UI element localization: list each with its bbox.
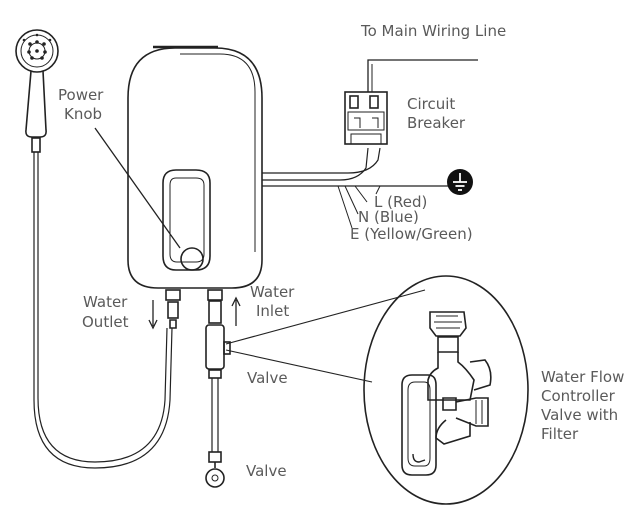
ground-symbol-icon	[447, 169, 473, 195]
water-inlet-label-line1: Water	[250, 283, 295, 301]
valve-icon	[205, 324, 225, 370]
neutral-wire-label: N (Blue)	[358, 208, 419, 226]
flow-controller-valve-icon	[401, 311, 492, 476]
water-heater-unit-icon	[127, 45, 263, 289]
controller-label-line4: Filter	[541, 425, 579, 443]
circuit-breaker-icon	[344, 91, 388, 145]
lower-valve-label: Valve	[246, 462, 287, 480]
controller-label-line1: Water Flow	[541, 368, 625, 386]
breaker-label-line1: Circuit	[407, 95, 456, 113]
upper-valve-label: Valve	[247, 369, 288, 387]
power-knob-label-line2: Knob	[64, 105, 103, 123]
water-outlet-label-line1: Water	[83, 293, 128, 311]
water-outlet-label-line2: Outlet	[82, 313, 129, 331]
controller-label-line3: Valve with	[541, 406, 619, 424]
shower-head-icon	[15, 29, 59, 153]
wiring-label: To Main Wiring Line	[361, 22, 507, 40]
live-wire-label: L (Red)	[374, 193, 428, 211]
water-inlet-label-line2: Inlet	[256, 302, 290, 320]
breaker-label-line2: Breaker	[407, 114, 466, 132]
controller-label-line2: Controller	[541, 387, 615, 405]
earth-wire-label: E (Yellow/Green)	[350, 225, 473, 243]
power-knob-label-line1: Power	[58, 86, 104, 104]
